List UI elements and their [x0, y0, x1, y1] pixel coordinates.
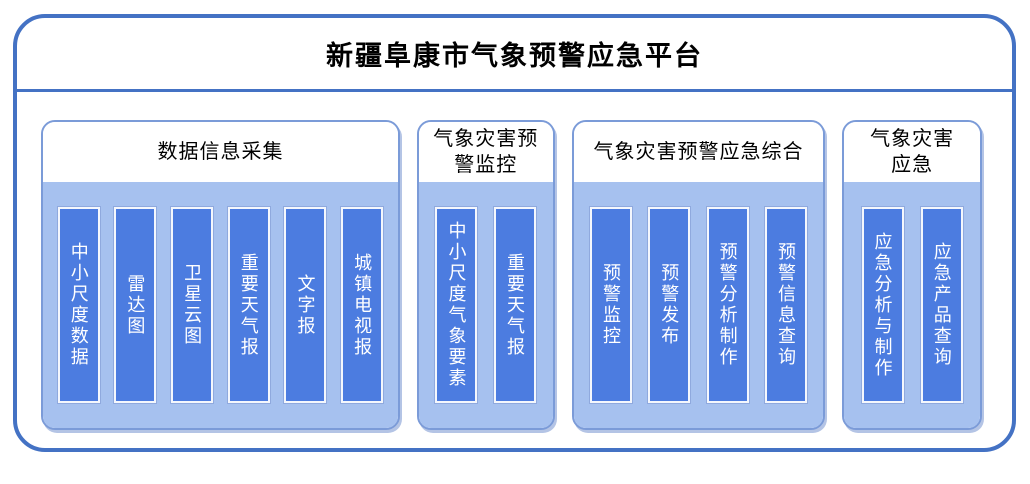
platform-title: 新疆阜康市气象预警应急平台	[17, 18, 1012, 92]
group-title: 气象灾害 应急	[844, 122, 980, 182]
module-bar: 重要天气报	[493, 206, 538, 404]
module-bar: 中小尺度数据	[56, 206, 101, 404]
group-disaster-emergency: 气象灾害 应急 应急分析与制作 应急产品查询	[842, 120, 982, 430]
module-bar: 重要天气报	[226, 206, 271, 404]
module-bar: 中小尺度气象要素	[434, 206, 479, 404]
module-bar: 预警信息查询	[763, 206, 808, 404]
group-body: 中小尺度数据 雷达图 卫星云图 重要天气报 文字报 城镇电视报	[43, 182, 398, 428]
group-warning-monitoring: 气象灾害预 警监控 中小尺度气象要素 重要天气报	[416, 120, 555, 430]
module-bar: 文字报	[283, 206, 328, 404]
group-title: 气象灾害预 警监控	[418, 122, 553, 182]
module-bar: 应急产品查询	[919, 206, 964, 404]
groups-row: 数据信息采集 中小尺度数据 雷达图 卫星云图 重要天气报 文字报 城镇电视报 气…	[17, 92, 1012, 448]
group-title: 气象灾害预警应急综合	[573, 122, 824, 182]
module-bar: 预警发布	[647, 206, 692, 404]
module-bar: 雷达图	[113, 206, 158, 404]
module-bar: 卫星云图	[170, 206, 215, 404]
module-bar: 应急分析与制作	[860, 206, 905, 404]
group-warning-emergency-comprehensive: 气象灾害预警应急综合 预警监控 预警发布 预警分析制作 预警信息查询	[571, 120, 826, 430]
group-body: 应急分析与制作 应急产品查询	[844, 182, 980, 428]
module-bar: 城镇电视报	[340, 206, 385, 404]
module-bar: 预警分析制作	[705, 206, 750, 404]
group-data-collection: 数据信息采集 中小尺度数据 雷达图 卫星云图 重要天气报 文字报 城镇电视报	[41, 120, 400, 430]
group-title: 数据信息采集	[43, 122, 398, 182]
module-bar: 预警监控	[588, 206, 633, 404]
group-body: 预警监控 预警发布 预警分析制作 预警信息查询	[573, 182, 824, 428]
platform-frame: 新疆阜康市气象预警应急平台 数据信息采集 中小尺度数据 雷达图 卫星云图 重要天…	[13, 14, 1016, 452]
group-body: 中小尺度气象要素 重要天气报	[418, 182, 553, 428]
